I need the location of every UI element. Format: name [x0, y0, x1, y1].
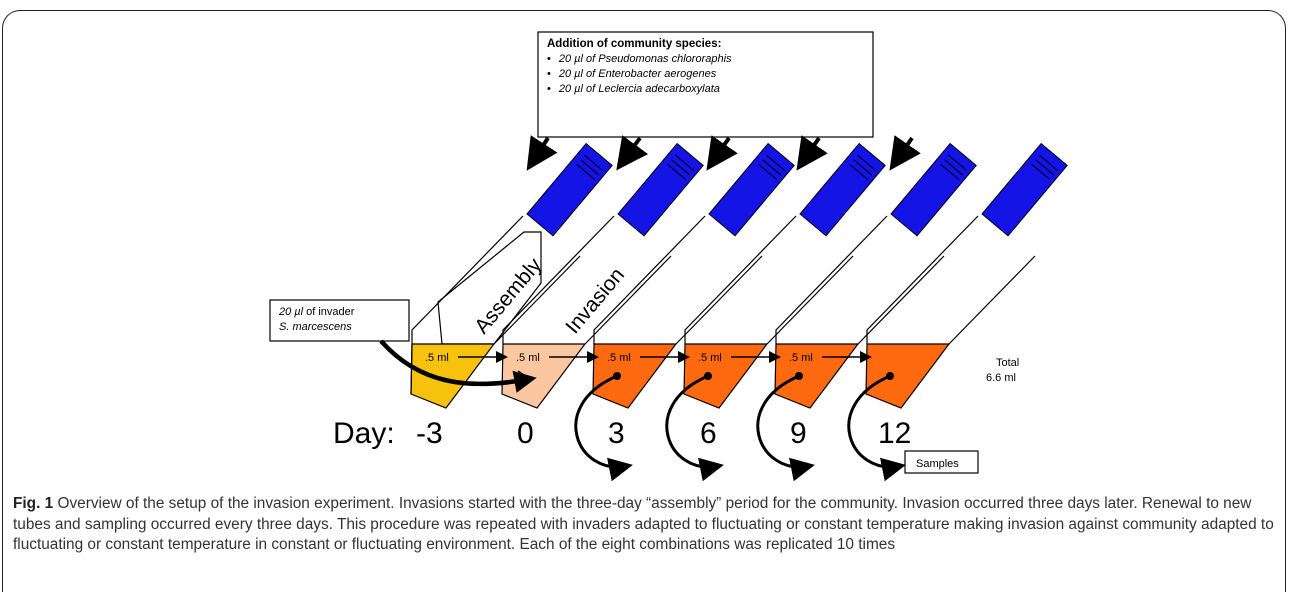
transfers: .5 ml .5 ml .5 ml .5 ml .5 ml: [425, 351, 872, 364]
addition-arrow-4: [796, 135, 828, 171]
addition-arrow-1: [526, 135, 558, 171]
invader-arrow: [379, 339, 537, 393]
tube-cap: [890, 142, 977, 237]
addition-box: [537, 31, 874, 138]
total-label: Total: [996, 357, 1019, 369]
addition-item-2: •20 µl of Enterobacter aerogenes: [547, 68, 717, 80]
tube-day-minus3: [410, 142, 613, 409]
addition-arrow-3: [706, 135, 738, 171]
transfer-label: .5 ml: [425, 352, 449, 364]
tube-wall: [866, 215, 1036, 345]
addition-item-3: •20 µl of Leclercia adecarboxylata: [547, 83, 720, 95]
addition-arrow-2: [616, 135, 649, 171]
cap-body: [708, 142, 795, 237]
sample-arrows: [574, 374, 906, 482]
sample-arrow: [665, 374, 724, 482]
tube-liquid: [683, 343, 769, 409]
tube-wall: [593, 215, 763, 345]
figure-caption: Fig. 1 Overview of the setup of the inva…: [13, 494, 1275, 556]
sample-arrow: [574, 374, 633, 482]
addition-arrows: [526, 135, 921, 171]
day-label: -3: [416, 417, 443, 450]
day-label: 6: [700, 417, 717, 450]
samples-label: Samples: [916, 458, 959, 470]
tube-liquid: [592, 343, 678, 409]
caption-label: Fig. 1: [13, 495, 54, 512]
transfer-label: .5 ml: [698, 352, 722, 364]
addition-list: •20 µl of Pseudomonas chlororaphis •20 µ…: [547, 53, 732, 95]
day-label: 12: [878, 417, 911, 450]
tube-liquid: [501, 343, 587, 409]
cap-body: [981, 142, 1068, 237]
day-label: 0: [517, 417, 534, 450]
sample-arrow: [847, 374, 906, 482]
addition-arrow-5: [889, 135, 921, 171]
total-value: 6.6 ml: [986, 372, 1016, 384]
day-label: 9: [790, 417, 807, 450]
transfer-label: .5 ml: [516, 352, 540, 364]
figure-diagram: Addition of community species: •20 µl of…: [269, 31, 1068, 482]
tube-liquid: [410, 343, 496, 409]
tube-day-3: [592, 142, 795, 409]
day-label: 3: [608, 417, 625, 450]
cap-body: [526, 142, 613, 237]
addition-box-title: Addition of community species:: [547, 38, 721, 50]
tube-day-9: [774, 142, 977, 409]
caption-text: Overview of the setup of the invasion ex…: [13, 495, 1274, 553]
tube-wall: [411, 215, 581, 345]
tube-day-6: [683, 142, 886, 409]
tube-cap: [799, 142, 886, 237]
tube-cap: [981, 142, 1068, 237]
tubes: [501, 142, 1068, 409]
cap-body: [799, 142, 886, 237]
invader-box: [269, 299, 410, 342]
transfer-label: .5 ml: [607, 352, 631, 364]
invader-line-1: 20 µl of invader: [278, 306, 355, 318]
invader-arrow-outline: [515, 370, 533, 390]
tube-wall: [502, 215, 672, 345]
tube-liquid: [865, 343, 951, 409]
samples-box: [904, 450, 979, 474]
invader-line-2: S. marcescens: [279, 321, 352, 333]
cap-body: [617, 142, 704, 237]
label-invasion: Invasion: [561, 264, 629, 339]
tube-day-12: [865, 142, 1068, 409]
figure-frame: [2, 10, 1286, 592]
day-labels: -3 0 3 6 9 12: [416, 417, 911, 450]
transfer-label: .5 ml: [789, 352, 813, 364]
cap-body: [890, 142, 977, 237]
sample-arrow: [756, 374, 815, 482]
tube-wall: [684, 215, 854, 345]
tube-cap: [526, 142, 613, 237]
tube-cap: [617, 142, 704, 237]
day-prefix: Day:: [333, 417, 395, 450]
tube-liquid: [774, 343, 860, 409]
addition-item-1: •20 µl of Pseudomonas chlororaphis: [547, 53, 732, 65]
tube-cap: [708, 142, 795, 237]
tube-wall: [775, 215, 945, 345]
